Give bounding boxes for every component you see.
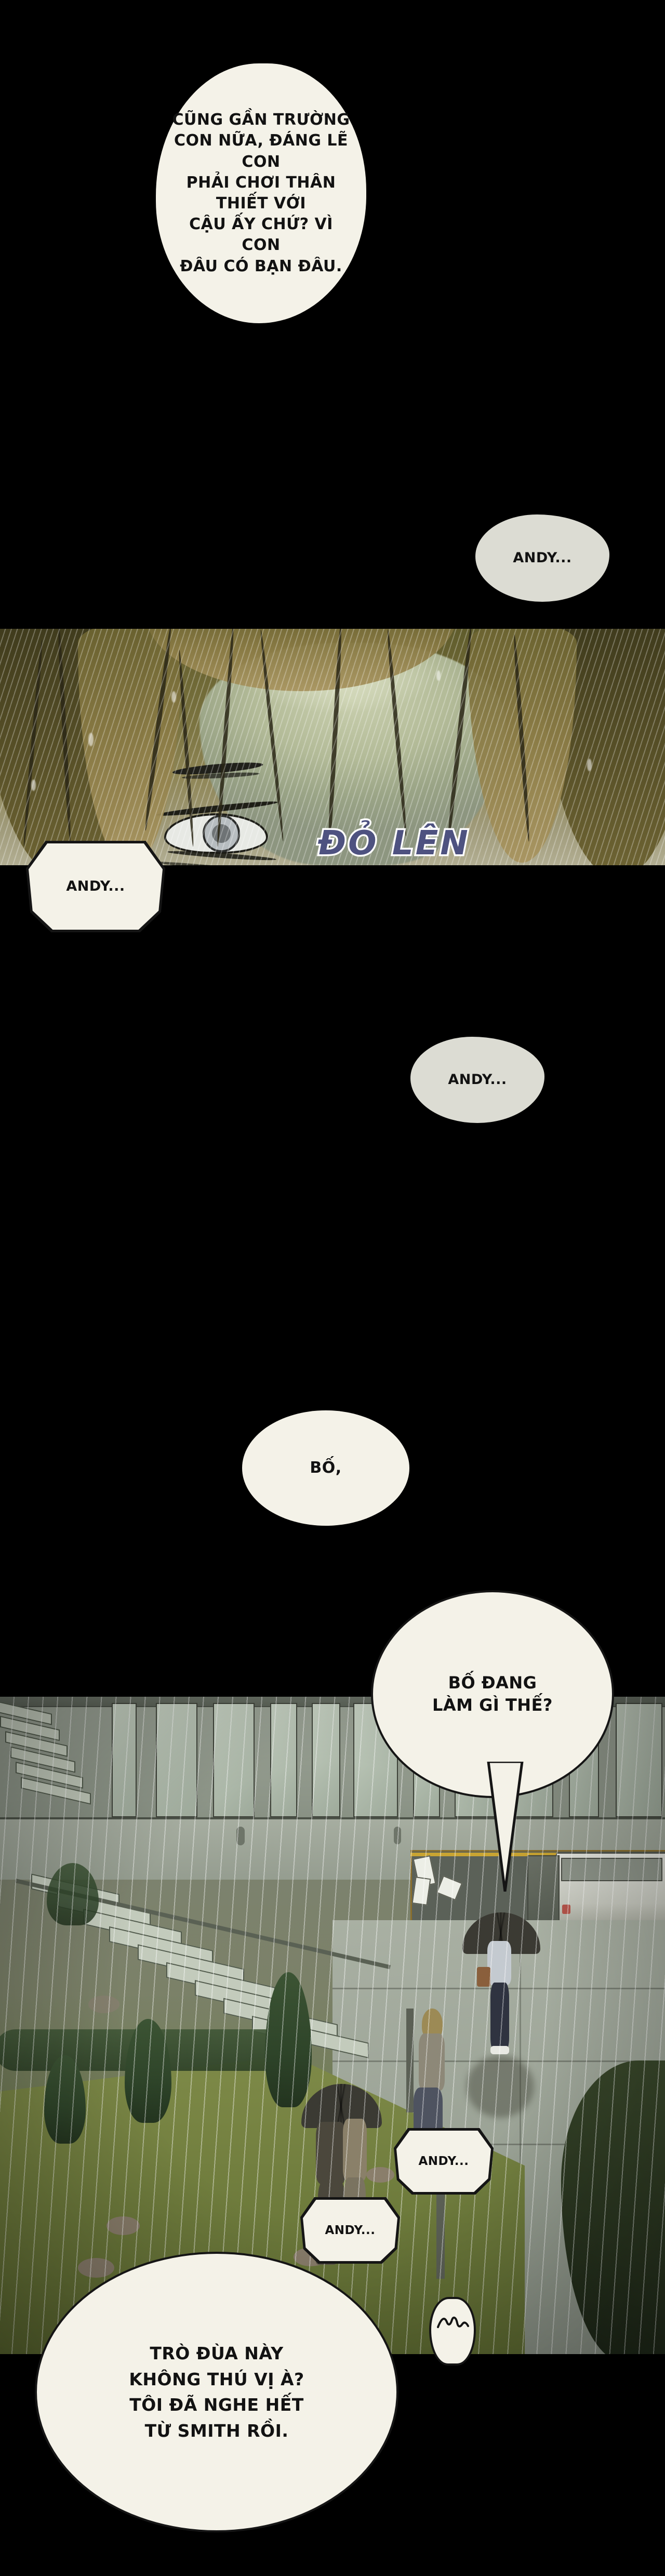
bubble-andy-1: ANDY... xyxy=(475,514,609,602)
pavement-joint xyxy=(332,2144,665,2145)
pedestrian-torso xyxy=(487,1941,511,1985)
conifer-tree xyxy=(265,1972,312,2107)
bubble-cung-gan-truong-text: CŨNG GẦN TRƯỜNG CON NỮA, ĐÁNG LẼ CON PHẢ… xyxy=(172,111,350,275)
bubble-andy-4-text: ANDY... xyxy=(418,2154,469,2168)
building-window xyxy=(312,1703,340,1817)
building-window xyxy=(156,1703,197,1817)
bubble-bo: BỐ, xyxy=(242,1410,409,1526)
building-window xyxy=(270,1703,297,1817)
path-stone xyxy=(107,2216,140,2235)
eye-iris xyxy=(203,815,240,852)
lamp-post xyxy=(406,2009,414,2112)
pedestrian-torso-second xyxy=(343,2119,367,2181)
under-eye-crease xyxy=(151,860,270,865)
path-stone xyxy=(78,2258,114,2278)
pedestrian-legs xyxy=(490,1983,509,2050)
bubble-tro-dua-nay-text: TRÒ ĐÙA NÀY KHÔNG THÚ VỊ À? TÔI ĐÃ NGHE … xyxy=(129,2343,304,2441)
van-taillight xyxy=(562,1905,570,1914)
path-stone xyxy=(366,2167,394,2183)
conifer-tree xyxy=(125,2019,171,2123)
bubble-andy-5: ANDY... xyxy=(303,2200,397,2261)
bubble-tail-icon xyxy=(487,1762,524,1892)
pedestrian-torso xyxy=(316,2122,346,2184)
water-droplet-1 xyxy=(88,733,94,746)
mumble-scribble-icon xyxy=(437,2316,469,2328)
conifer-tree xyxy=(47,1863,99,1925)
bubble-andy-1-text: ANDY... xyxy=(513,549,572,566)
water-droplet-2 xyxy=(171,691,176,703)
facade-vent xyxy=(394,1827,401,1844)
path-stone xyxy=(88,1996,119,2013)
bubble-andy-3-text: ANDY... xyxy=(448,1071,507,1088)
black-gutter-middle xyxy=(0,865,665,1697)
pedestrian-shoes xyxy=(490,2046,509,2054)
van-window xyxy=(561,1858,662,1881)
water-droplet-3 xyxy=(31,780,36,791)
road-curb-line xyxy=(410,1853,665,1856)
water-droplet-5 xyxy=(436,670,441,681)
pavement-joint xyxy=(520,1920,521,2354)
building-window xyxy=(616,1703,662,1817)
eye-pupil xyxy=(212,824,231,843)
pedestrian-torso xyxy=(419,2033,445,2091)
bubble-tro-dua-nay: TRÒ ĐÙA NÀY KHÔNG THÚ VỊ À? TÔI ĐÃ NGHE … xyxy=(35,2252,398,2532)
building-window xyxy=(112,1703,137,1817)
bubble-bo-dang-lam-gi-the-text: BỐ ĐANG LÀM GÌ THẾ? xyxy=(432,1673,553,1715)
bubble-andy-2-text: ANDY... xyxy=(66,878,125,894)
building-window xyxy=(213,1703,255,1817)
water-droplet-4 xyxy=(587,759,592,771)
bubble-andy-3: ANDY... xyxy=(410,1037,544,1123)
pedestrian-shadow xyxy=(467,2055,534,2118)
pedestrian-bag xyxy=(477,1967,490,1987)
bubble-andy-5-text: ANDY... xyxy=(325,2223,376,2237)
foreground-bush xyxy=(561,2060,665,2354)
sfx-do-len: ĐỎ LÊN xyxy=(316,823,470,865)
conifer-tree xyxy=(44,2055,86,2144)
van-side-body xyxy=(527,1855,560,1923)
pavement-joint xyxy=(332,2060,665,2062)
bubble-andy-4: ANDY... xyxy=(396,2131,491,2192)
bubble-mumble-squiggle xyxy=(429,2297,476,2366)
bubble-bo-text: BỐ, xyxy=(310,1458,342,1477)
rainy-street-scene xyxy=(0,1697,665,2354)
facade-vent xyxy=(236,1827,245,1845)
bubble-andy-2: ANDY... xyxy=(29,843,163,930)
bubble-cung-gan-truong: CŨNG GẦN TRƯỜNG CON NỮA, ĐÁNG LẼ CON PHẢ… xyxy=(156,63,366,323)
